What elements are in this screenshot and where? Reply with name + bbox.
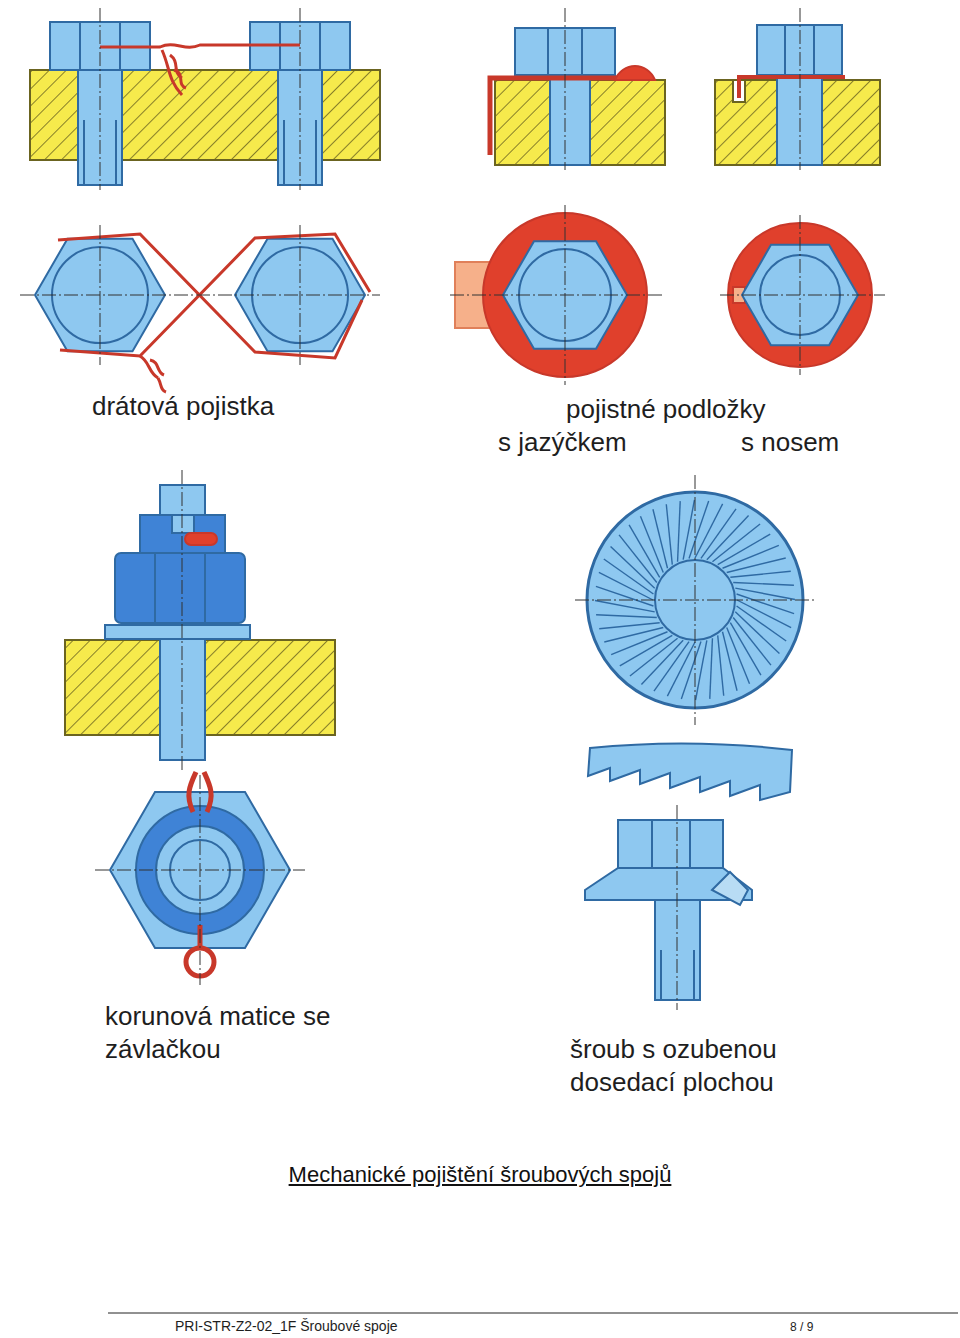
serration-tooth [695,504,723,558]
serration-tooth [599,623,659,629]
serration-tooth [611,632,667,655]
caption-label: šroub s ozubenou dosedací plochou [570,1033,825,1098]
caption-label: korunová matice se závlačkou [105,1000,333,1065]
serration-tooth [727,628,750,684]
footer-text: 8 / 9 [790,1320,813,1335]
serration-tooth [737,594,794,614]
center-lines [20,8,885,1010]
serration-tooth [727,558,786,573]
serration-tooth [599,572,653,600]
serration-tooth [723,545,779,568]
serration-tooth [667,642,695,696]
serration-tooth [666,504,672,564]
tab-washer [455,28,665,377]
caption-label: s jazýčkem [498,426,627,459]
page-title: Mechanické pojištění šroubových spojů [0,1162,960,1188]
caption-label: drátová pojistka [92,390,274,423]
serration-tooth [678,501,681,562]
serration-tooth [733,583,794,586]
serration-tooth [653,509,668,568]
caption-label: s nosem [741,426,839,459]
footer-rule [108,1313,958,1314]
serration-tooth [735,588,795,599]
nose-washer [715,25,880,367]
serration-tooth [595,601,655,612]
serration-tooth [683,500,694,560]
serration-tooth [640,516,663,572]
serration-tooth [723,632,738,691]
wire-lock [30,22,380,392]
serration-tooth [718,635,724,695]
serration-tooth [604,628,663,643]
footer-text: PRI-STR-Z2-02_1F Šroubové spoje [175,1318,398,1336]
serration-tooth [710,638,713,699]
serrated-bolt [585,492,803,1000]
serration-tooth [696,640,707,700]
caption-label: pojistné podložky [566,393,765,426]
serration-tooth [596,615,657,618]
serration-tooth [730,571,790,577]
